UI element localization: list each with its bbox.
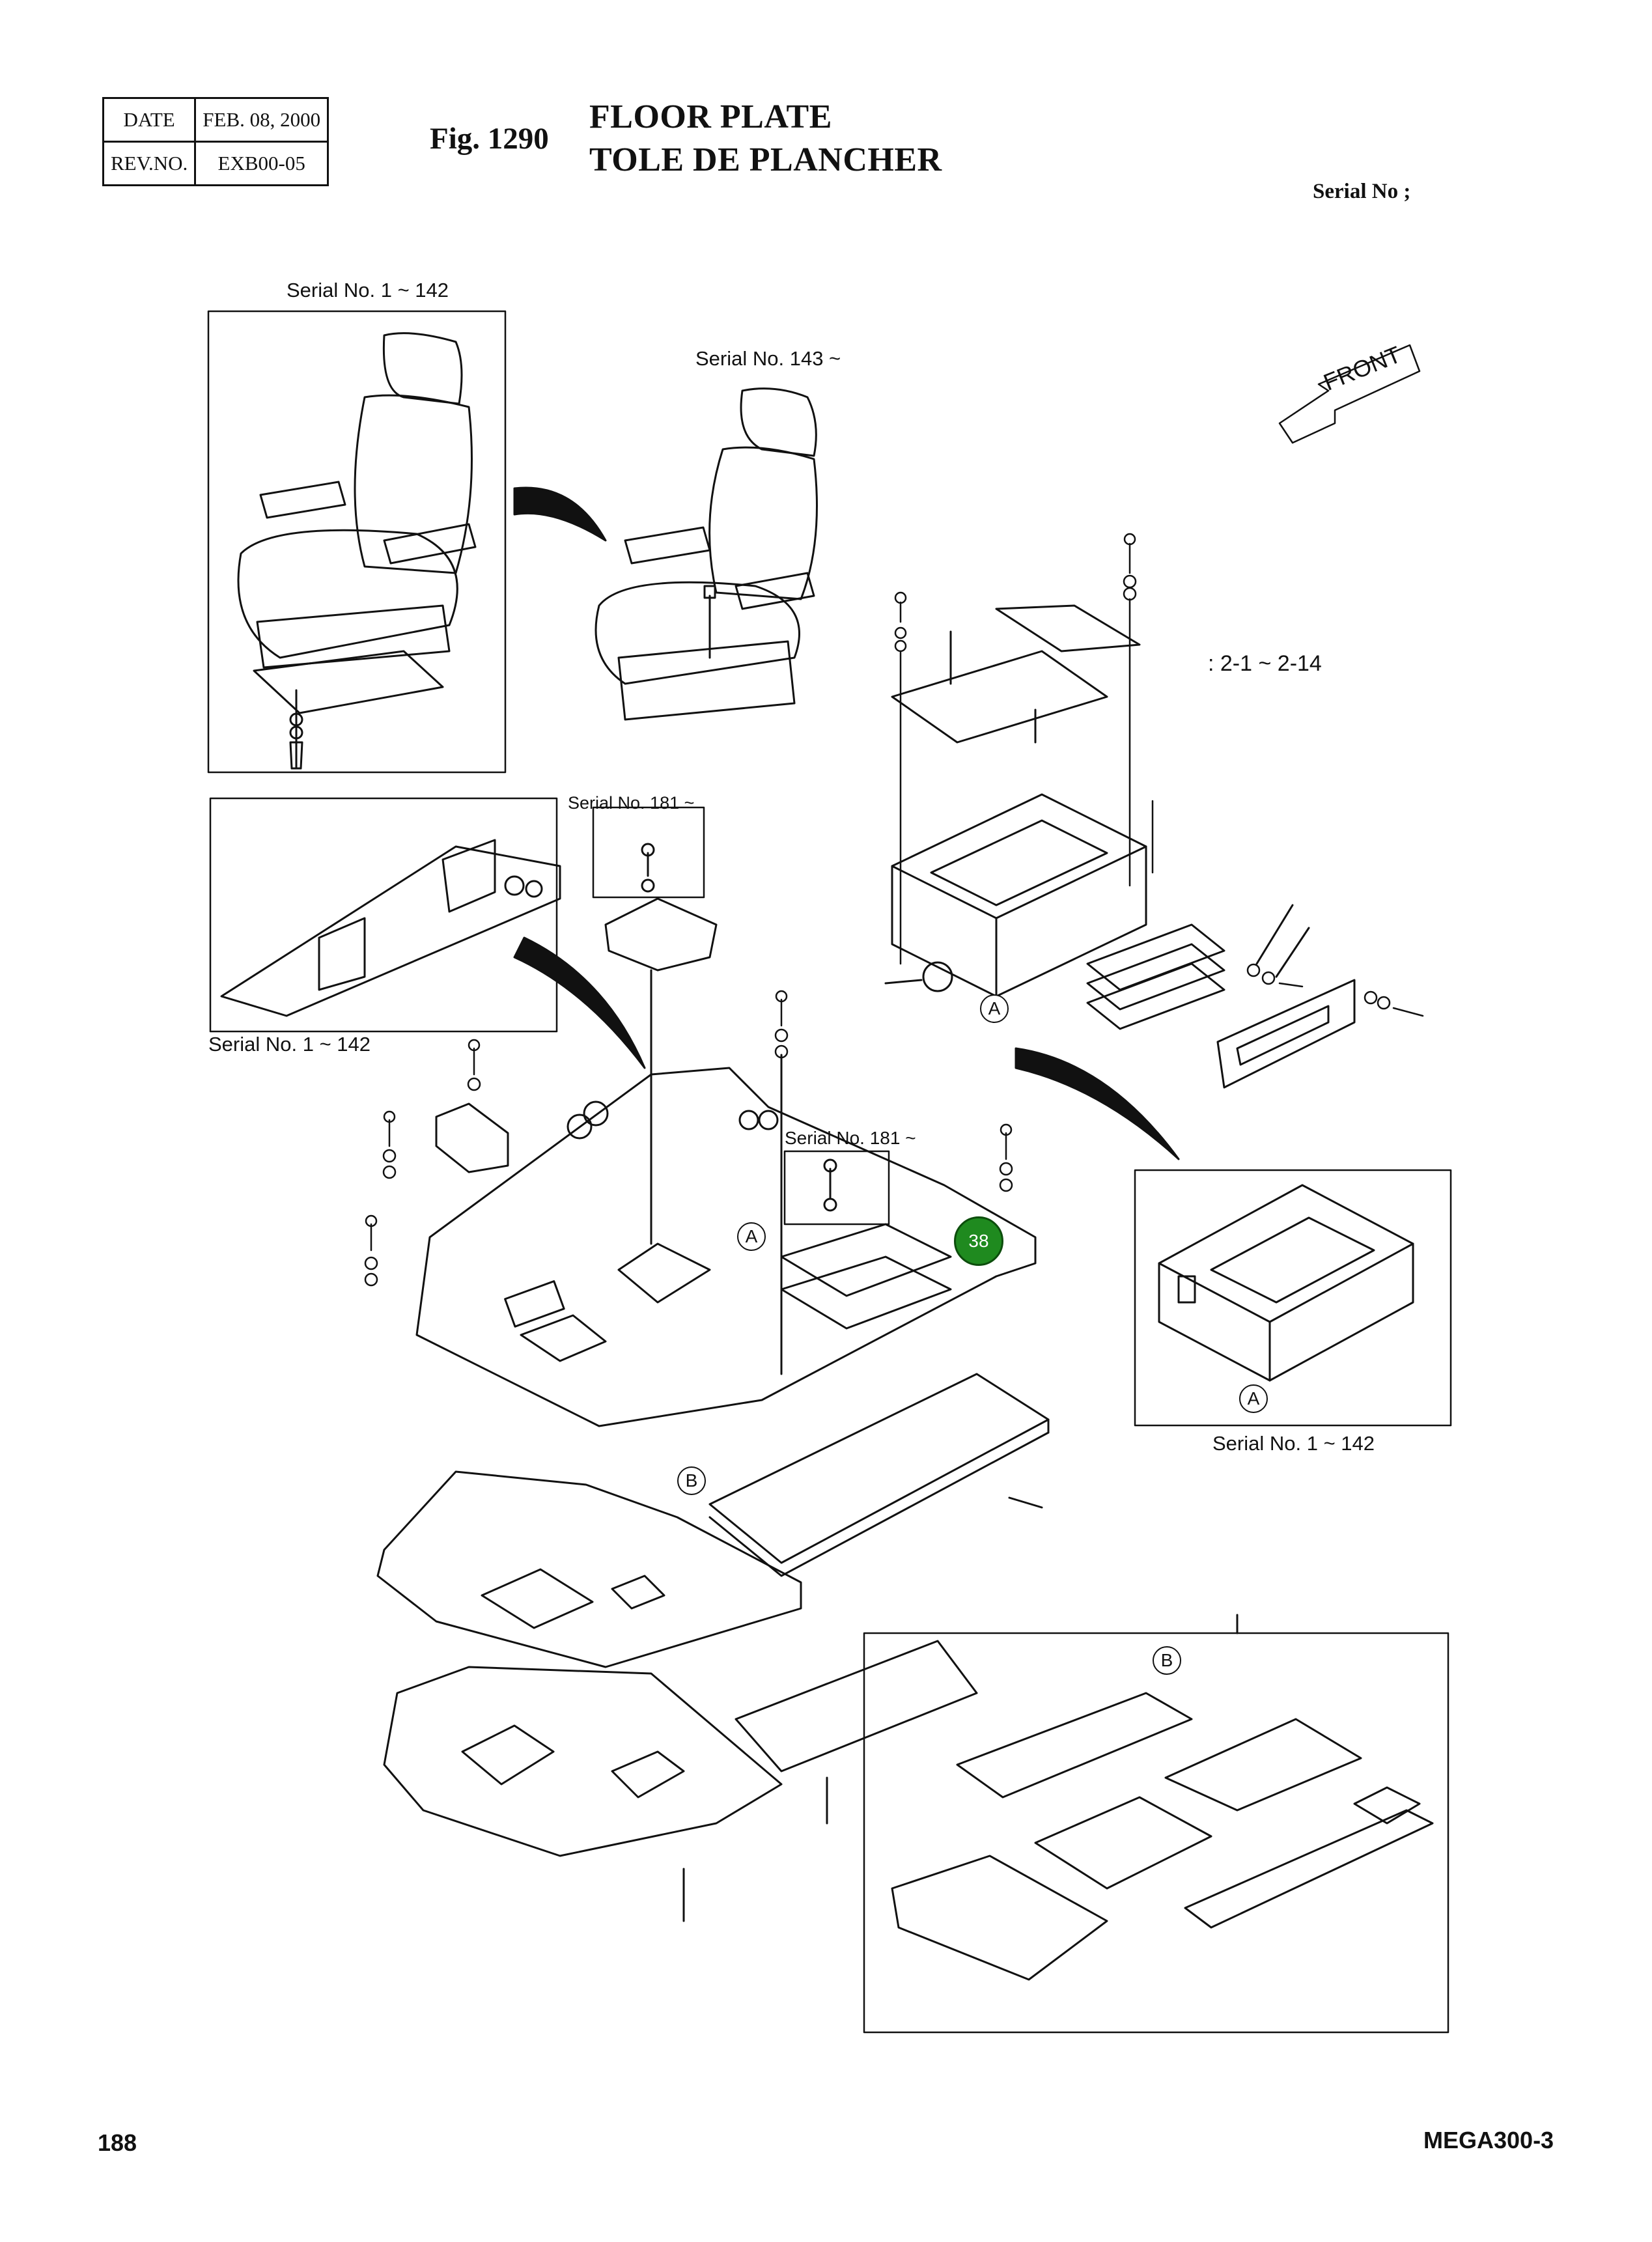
seat-rails [1086, 923, 1225, 1030]
caption-cover-181-top: Serial No. 181 ~ [568, 793, 695, 813]
date-value: FEB. 08, 2000 [194, 97, 329, 143]
riser-box-old-illustration [1158, 1184, 1414, 1382]
side-bolts [1151, 800, 1424, 1017]
floor-old-illustration [220, 839, 561, 1017]
figure-number: Fig. 1290 [430, 122, 549, 156]
callout-b-floor: B [677, 1466, 706, 1495]
callout-a-box: A [1239, 1384, 1268, 1413]
new-seat-illustration [595, 387, 818, 721]
old-seat-frame [207, 310, 507, 774]
callout-b-insulation: B [1153, 1646, 1181, 1675]
caption-cover-181-mid: Serial No. 181 ~ [785, 1128, 916, 1148]
access-cover-mid [780, 1158, 952, 1330]
revision-table: DATE FEB. 08, 2000 REV.NO. EXB00-05 [102, 97, 329, 186]
floor-bracket [435, 1102, 509, 1173]
seat-reference: : 2-1 ~ 2-14 [1208, 651, 1322, 676]
access-cover-top [604, 843, 718, 972]
insulation-detail-frame [863, 1632, 1449, 2034]
serial-number-label: Serial No ; [1313, 180, 1411, 203]
caption-box-old: Serial No. 1 ~ 142 [1212, 1432, 1375, 1455]
caption-floor-old: Serial No. 1 ~ 142 [208, 1033, 371, 1056]
page-title-french: TOLE DE PLANCHER [589, 141, 942, 178]
floor-mat [376, 1470, 802, 1668]
side-cover-panel [1216, 904, 1356, 1089]
riser-old-frame [1134, 1169, 1452, 1427]
cover-181-mid-frame [783, 1150, 890, 1226]
page-title-english: FLOOR PLATE [589, 98, 832, 135]
part-hotspot-38[interactable]: 38 [954, 1216, 1003, 1266]
old-seat-illustration [237, 332, 477, 770]
document-code: MEGA300-3 [1423, 2127, 1554, 2153]
arrow-seat [513, 486, 607, 542]
seat-riser-box [884, 793, 1147, 998]
arrow-floor [513, 936, 646, 1069]
rev-label: REV.NO. [102, 141, 197, 186]
front-direction-arrow [1278, 344, 1421, 444]
caption-seat-old: Serial No. 1 ~ 142 [287, 279, 449, 301]
callout-a-floor: A [737, 1222, 766, 1251]
main-floor-plate [415, 969, 1037, 1427]
ribbed-floor-mat [708, 1373, 1050, 1577]
date-label: DATE [102, 97, 197, 143]
caption-seat-new: Serial No. 143 ~ [695, 347, 841, 370]
floor-old-frame [209, 797, 558, 1033]
seat-mount-plates [891, 604, 1141, 744]
page-number: 188 [98, 2129, 137, 2156]
cover-181-top-frame [592, 806, 705, 899]
rev-value: EXB00-05 [194, 141, 329, 186]
insulation-sheets-right [891, 1614, 1434, 1981]
callout-a-center: A [980, 994, 1009, 1023]
floor-plate-bolts [364, 990, 1013, 1287]
bolt-stacks [894, 533, 1137, 965]
insulation-sheets-left [383, 1640, 978, 1922]
arrow-box [1015, 1047, 1180, 1160]
